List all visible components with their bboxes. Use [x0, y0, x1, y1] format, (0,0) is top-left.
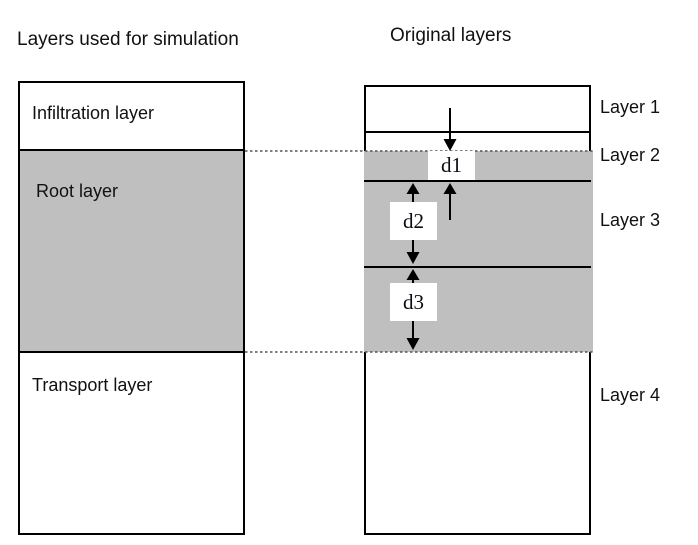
root-layer-section: Root layer	[20, 149, 243, 353]
transport-layer-section: Transport layer	[20, 353, 243, 533]
d3-label: d3	[403, 289, 424, 314]
simulation-layers-box: Infiltration layer Root layer Transport …	[18, 81, 245, 535]
transport-layer-label: Transport layer	[32, 375, 153, 395]
root-layer-label: Root layer	[36, 181, 119, 201]
infiltration-layer-section: Infiltration layer	[20, 83, 243, 149]
layer2-layer3-boundary-line	[364, 180, 591, 182]
simulation-panel-title: Layers used for simulation	[17, 29, 239, 50]
layer-2-label: Layer 2	[600, 145, 661, 165]
layer3-layer4-boundary-line	[364, 266, 591, 268]
depth-marker-d3: d3	[390, 283, 437, 321]
layer1-layer2-boundary-line	[364, 131, 591, 133]
layer-4-label: Layer 4	[600, 385, 661, 405]
infiltration-layer-label: Infiltration layer	[32, 103, 155, 123]
layer-3-label: Layer 3	[600, 210, 661, 230]
d2-label: d2	[403, 208, 424, 233]
layer-1-label: Layer 1	[600, 97, 661, 117]
original-layers-panel-title: Original layers	[390, 25, 512, 46]
depth-marker-d1: d1	[428, 151, 475, 180]
d1-label: d1	[441, 153, 462, 177]
depth-marker-d2: d2	[390, 202, 437, 240]
